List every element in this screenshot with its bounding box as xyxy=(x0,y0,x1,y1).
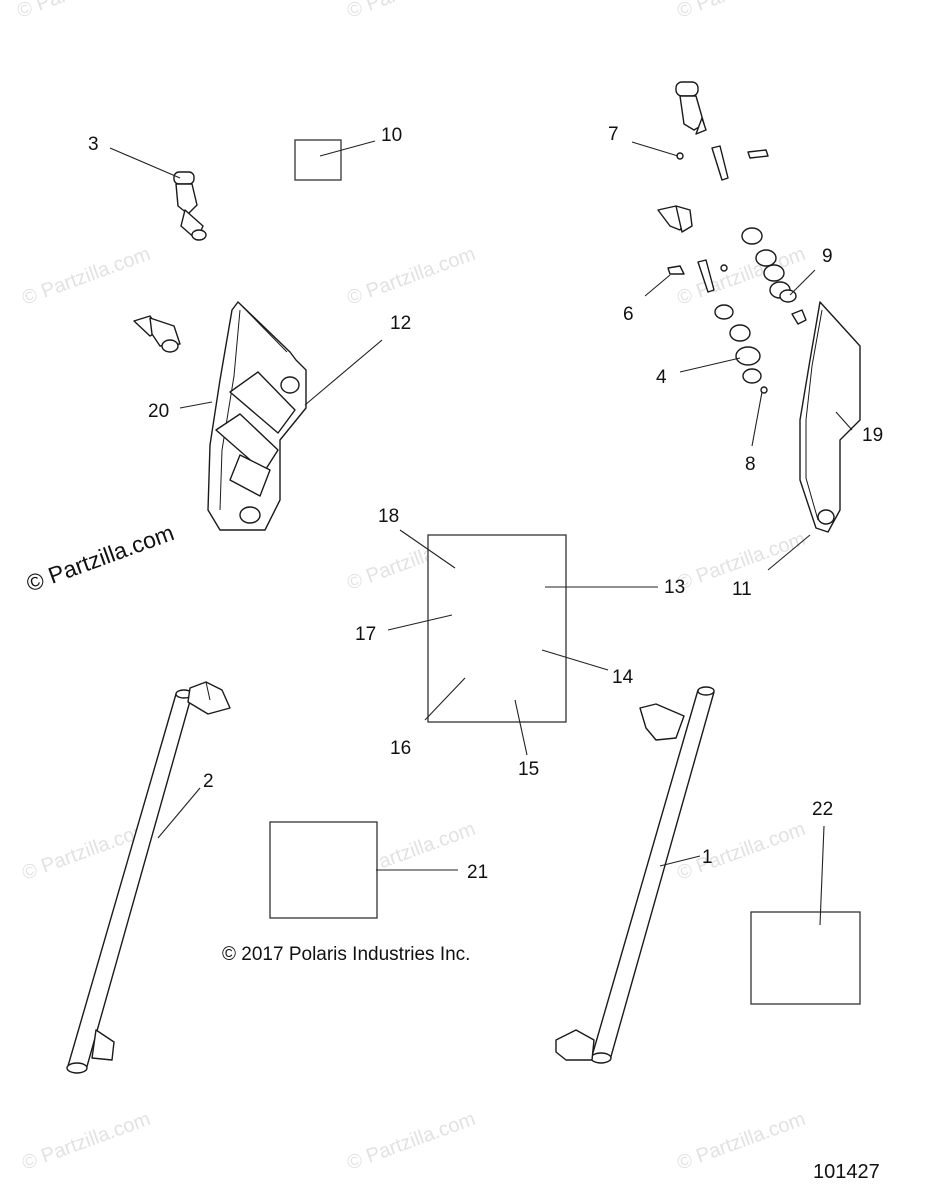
watermark-layer: © Partzilla.com © Partzilla.com © Partzi… xyxy=(14,0,808,1175)
part-3-latch xyxy=(173,171,207,241)
callout-10: 10 xyxy=(381,125,402,146)
watermark: © Partzilla.com xyxy=(344,243,478,310)
figure-number: 101427 xyxy=(813,1161,880,1183)
watermark: © Partzilla.com xyxy=(19,1108,153,1175)
callout-19: 19 xyxy=(862,425,883,446)
leader-2 xyxy=(157,787,201,839)
decal-sheet xyxy=(427,534,567,723)
callout-6: 6 xyxy=(623,304,634,325)
callout-21: 21 xyxy=(467,862,488,883)
callout-14: 14 xyxy=(612,667,634,688)
part-19-bracket xyxy=(799,301,861,533)
partzilla-watermark: © Partzilla.com xyxy=(23,519,178,596)
callout-18: 18 xyxy=(378,506,399,527)
part-22-label xyxy=(750,911,861,1005)
callout-1: 1 xyxy=(702,847,713,868)
callout-8: 8 xyxy=(745,454,756,475)
leader-16 xyxy=(424,677,466,721)
leader-11 xyxy=(767,534,811,571)
leader-9 xyxy=(789,269,816,296)
leader-14 xyxy=(541,649,609,671)
callout-12: 12 xyxy=(390,313,411,334)
leader-17 xyxy=(387,614,453,631)
latch-assembly xyxy=(133,315,181,353)
leader-8 xyxy=(751,391,763,447)
leader-10 xyxy=(319,140,376,157)
watermark: © Partzilla.com xyxy=(19,243,153,310)
callout-3: 3 xyxy=(88,134,99,155)
leader-7 xyxy=(631,141,679,157)
part-21-label xyxy=(269,821,378,919)
part-2-tube xyxy=(66,681,231,1074)
leader-3 xyxy=(109,147,181,179)
watermark: © Partzilla.com xyxy=(344,0,478,23)
leader-15 xyxy=(514,699,528,756)
callouts: 3 10 7 9 6 12 4 20 19 8 18 13 11 17 14 1… xyxy=(88,124,883,883)
leader-19 xyxy=(835,411,853,431)
watermark: © Partzilla.com xyxy=(674,0,808,23)
leader-4 xyxy=(679,357,741,373)
part-20-bracket xyxy=(207,301,307,531)
callout-7: 7 xyxy=(608,124,619,145)
callout-9: 9 xyxy=(822,246,833,267)
callout-4: 4 xyxy=(656,367,667,388)
leader-6 xyxy=(644,274,671,297)
leader-18 xyxy=(399,529,456,569)
copyright-notice: © 2017 Polaris Industries Inc. xyxy=(222,944,470,965)
callout-2: 2 xyxy=(203,771,214,792)
leader-lines xyxy=(109,140,853,926)
watermark: © Partzilla.com xyxy=(344,1108,478,1175)
callout-13: 13 xyxy=(664,577,685,598)
callout-15: 15 xyxy=(518,759,539,780)
leader-1 xyxy=(659,855,701,867)
leader-22 xyxy=(819,825,825,926)
watermark: © Partzilla.com xyxy=(674,1108,808,1175)
callout-16: 16 xyxy=(390,738,411,759)
watermark: © Partzilla.com xyxy=(14,0,148,23)
part-1-tube xyxy=(555,686,715,1064)
callout-20: 20 xyxy=(148,401,169,422)
leader-12 xyxy=(304,339,383,406)
callout-11: 11 xyxy=(732,579,752,600)
leader-20 xyxy=(179,401,213,409)
part-10-label xyxy=(294,139,342,181)
watermark: © Partzilla.com xyxy=(674,818,808,885)
hardware-cluster xyxy=(657,81,807,394)
callout-17: 17 xyxy=(355,624,376,645)
callout-22: 22 xyxy=(812,799,833,820)
